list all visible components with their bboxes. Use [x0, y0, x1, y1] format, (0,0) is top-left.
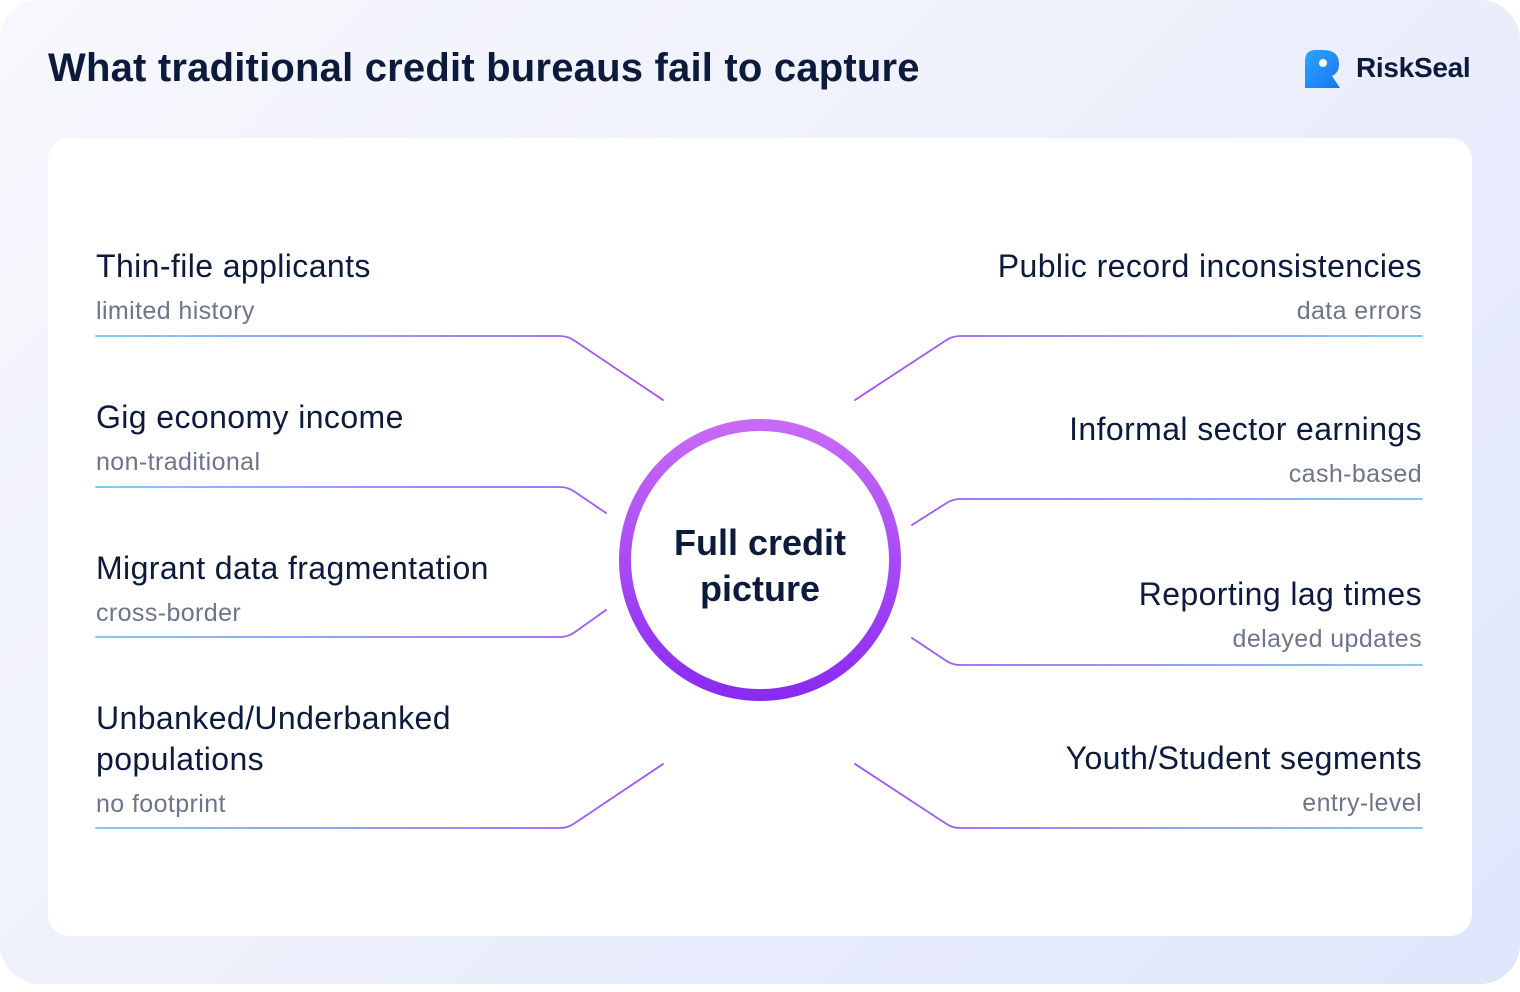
item-sublabel: cross-border [96, 599, 242, 627]
item-label: Reporting lag times [1138, 576, 1422, 612]
item-sublabel: cash-based [1288, 460, 1422, 488]
item-label: Informal sector earnings [1069, 411, 1422, 447]
item-public-record: Public record inconsistencies data error… [862, 246, 1422, 327]
item-sublabel: limited history [96, 297, 255, 325]
item-reporting-lag: Reporting lag times delayed updates [862, 574, 1422, 655]
item-sublabel: delayed updates [1232, 625, 1422, 653]
connector-left-4 [95, 763, 664, 829]
item-gig-economy: Gig economy income non-traditional [96, 397, 656, 478]
connector-right-3 [911, 637, 1423, 666]
brand-name: RiskSeal [1356, 52, 1471, 83]
connector-left-3 [95, 609, 607, 638]
connector-right-4 [854, 763, 1423, 829]
item-youth-student: Youth/Student segments entry-level [862, 738, 1422, 819]
item-sublabel: non-traditional [96, 448, 261, 476]
item-unbanked: Unbanked/Underbanked populations no foot… [96, 698, 516, 820]
item-migrant-data: Migrant data fragmentation cross-border [96, 548, 656, 629]
page-title: What traditional credit bureaus fail to … [48, 46, 920, 90]
item-sublabel: no footprint [96, 790, 226, 818]
item-label: Public record inconsistencies [997, 248, 1422, 284]
hub-label: Full credit picture [673, 522, 847, 609]
item-thin-file: Thin-file applicants limited history [96, 246, 656, 327]
brand: RiskSeal [1302, 47, 1471, 89]
item-label: Youth/Student segments [1065, 740, 1422, 776]
item-sublabel: entry-level [1302, 789, 1422, 817]
item-label: Thin-file applicants [96, 248, 371, 284]
hub-ring [619, 419, 901, 701]
connector-left-1 [95, 335, 664, 401]
item-label: Unbanked/Underbanked populations [96, 700, 451, 777]
connector-right-2 [911, 498, 1423, 526]
item-informal-sector: Informal sector earnings cash-based [862, 409, 1422, 490]
item-label: Migrant data fragmentation [96, 550, 489, 586]
connector-right-1 [854, 335, 1423, 401]
item-sublabel: data errors [1296, 297, 1422, 325]
item-label: Gig economy income [96, 399, 404, 435]
riskseal-logo-icon [1305, 50, 1340, 88]
connector-left-2 [95, 486, 607, 514]
